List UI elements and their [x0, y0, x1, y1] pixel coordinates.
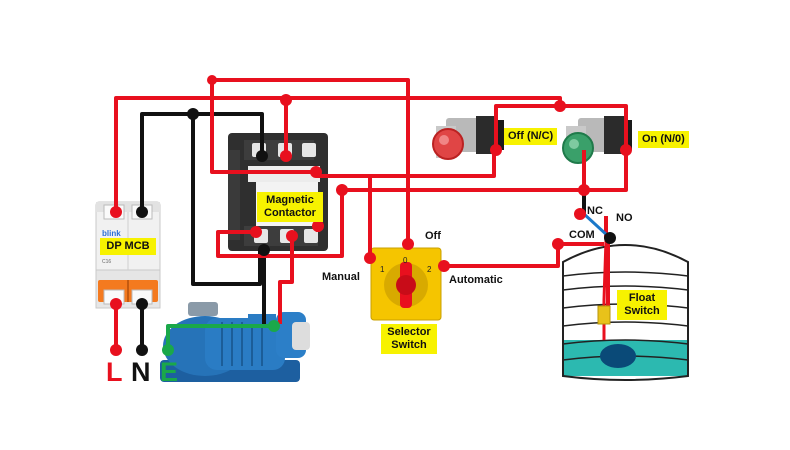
position-2-label: 2: [427, 265, 432, 274]
junction-dots: [110, 75, 632, 356]
neutral-terminal-label: N: [131, 357, 151, 387]
on-button-label: On (N/0): [638, 131, 689, 148]
float-switch-body: [597, 305, 611, 325]
selector-switch: 1 0 2: [370, 247, 442, 321]
position-1-label: 1: [380, 265, 385, 274]
no-label: NO: [616, 212, 633, 224]
manual-position-label: Manual: [322, 271, 360, 283]
automatic-position-label: Automatic: [449, 274, 503, 286]
off-pushbutton: [432, 116, 504, 160]
com-label: COM: [569, 229, 595, 241]
dp-mcb: blink C16: [95, 201, 161, 309]
off-button-label: Off (N/C): [504, 128, 558, 145]
earth-wires: [166, 324, 274, 346]
off-position-label: Off: [425, 230, 441, 242]
water-pump: [160, 302, 310, 382]
nc-label: NC: [587, 205, 603, 217]
on-pushbutton: [562, 116, 632, 164]
selector-label: Selector Switch: [381, 324, 437, 354]
earth-terminal-label: E: [160, 357, 179, 387]
float-switch-label: Float Switch: [617, 290, 667, 320]
water-tank: [562, 244, 689, 381]
position-0-label: 0: [403, 256, 408, 265]
mcb-brand: blink: [102, 229, 121, 238]
float-ball: [600, 344, 636, 368]
mcb-label: DP MCB: [100, 238, 156, 255]
nc-contact-lever: [582, 212, 610, 238]
svg-text:C16: C16: [102, 259, 111, 265]
line-terminal-label: L: [106, 357, 123, 387]
contactor-label: Magnetic Contactor: [257, 192, 323, 222]
neutral-wires: [140, 112, 586, 346]
